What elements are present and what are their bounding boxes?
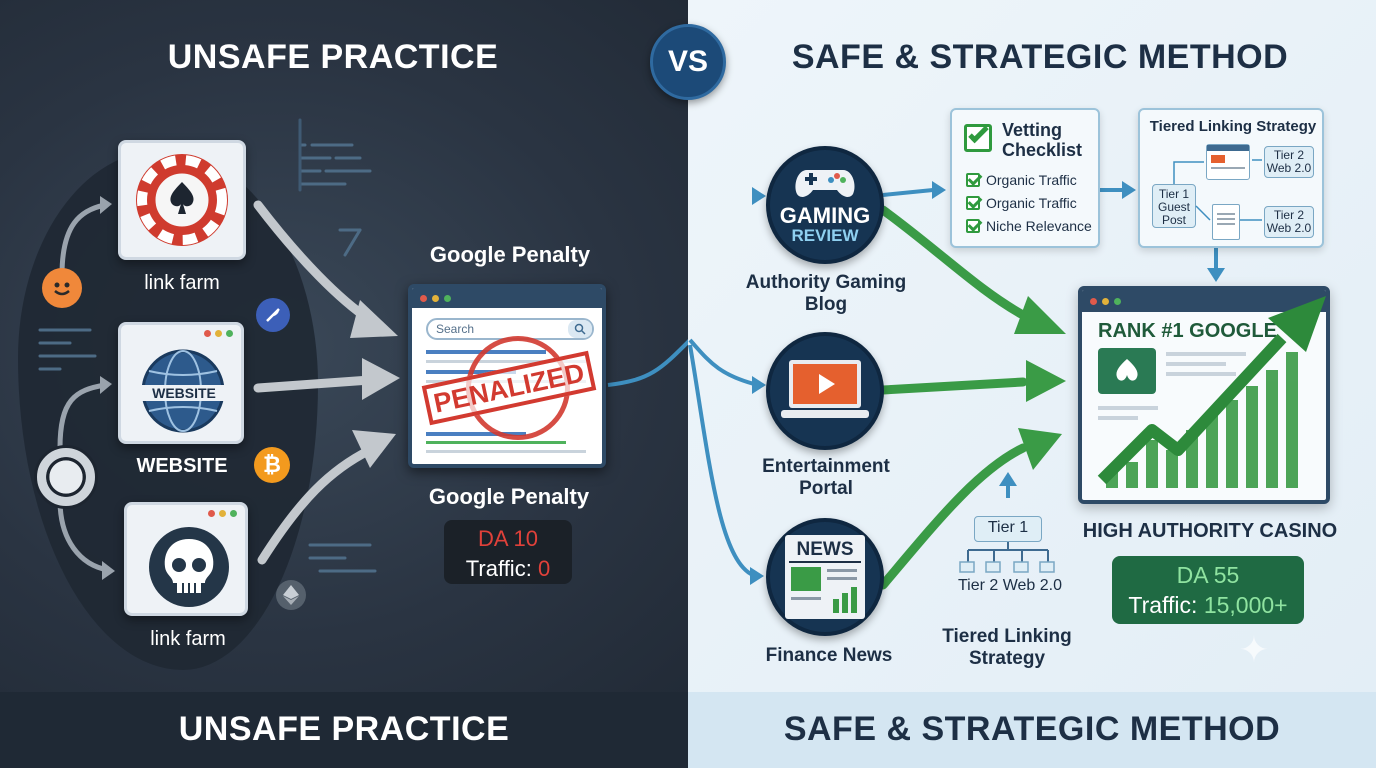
- penalty-title-bottom: Google Penalty: [428, 484, 590, 509]
- high-authority-casino-label: HIGH AUTHORITY CASINO: [1082, 520, 1338, 542]
- tiered-linking-caption: Tiered Linking Strategy: [942, 626, 1072, 669]
- vetting-item: Niche Relevance: [966, 214, 1092, 237]
- penalty-title-top: Google Penalty: [429, 242, 591, 267]
- website-label: WEBSITE: [136, 455, 228, 477]
- tier1-box: Tier 1: [974, 516, 1042, 542]
- website-tile: WEBSITE: [118, 322, 244, 444]
- vetting-item: Organic Traffic: [966, 191, 1092, 214]
- document-icon: [1212, 204, 1240, 240]
- link-farm-tile-2: [124, 502, 248, 616]
- unsafe-traffic-value: 0: [537, 556, 551, 581]
- unsafe-da: DA 10: [478, 526, 538, 551]
- bitcoin-icon: ₿: [254, 447, 290, 483]
- link-farm-label-2: link farm: [150, 628, 226, 650]
- check-icon: [966, 195, 980, 210]
- tier1-guest-post-box: Tier 1 Guest Post: [1152, 184, 1196, 228]
- gamepad-icon: [795, 169, 855, 197]
- finance-news-label: Finance News: [765, 645, 893, 666]
- casino-logo-icon: [1098, 348, 1156, 394]
- rank-title: RANK #1 GOOGLE: [1098, 320, 1277, 342]
- safe-footer-bar: [688, 692, 1376, 768]
- vs-badge: VS: [650, 24, 726, 100]
- unsafe-header: UNSAFE PRACTICE: [167, 38, 499, 76]
- tiered-linking-panel: Tiered Linking Strategy Tier 1 Guest Pos…: [1138, 108, 1324, 248]
- safe-connectors: [688, 181, 1225, 590]
- unsafe-footer-bar: [0, 692, 688, 768]
- vetting-item-label: Organic Traffic: [986, 171, 1077, 188]
- unsafe-traffic: Traffic: 0: [444, 554, 572, 584]
- gaming-badge-bottom: REVIEW: [791, 225, 859, 245]
- entertainment-portal-label: Entertainment Portal: [762, 456, 890, 499]
- tier2-label: Tier 2 Web 2.0: [957, 577, 1063, 594]
- search-icon: [568, 320, 592, 338]
- smiley-icon: [42, 268, 82, 308]
- gray-poker-chip-icon: [34, 445, 98, 509]
- sparkle-icon: ✦: [1238, 629, 1270, 670]
- gaming-review-badge: GAMING REVIEW: [766, 146, 884, 264]
- ethereum-icon: [276, 580, 306, 610]
- web-page-icon: [1206, 144, 1250, 180]
- feather-coin-icon: [256, 298, 290, 332]
- poker-chip-spade-icon: [136, 154, 228, 246]
- news-badge: NEWS: [789, 539, 861, 563]
- rank-browser-window: RANK #1 GOOGLE: [1078, 286, 1330, 504]
- safe-header: SAFE & STRATEGIC METHOD: [791, 38, 1289, 76]
- laptop-play-icon: [781, 360, 869, 418]
- tier2-web20-box-2: Tier 2 Web 2.0: [1264, 206, 1314, 238]
- safe-footer: SAFE & STRATEGIC METHOD: [783, 710, 1281, 748]
- authority-gaming-blog-label: Authority Gaming Blog: [745, 272, 907, 315]
- check-icon: [966, 218, 980, 233]
- vetting-item-label: Organic Traffic: [986, 194, 1077, 211]
- link-farm-tile-1: [118, 140, 246, 260]
- vetting-title: Vetting Checklist: [1002, 120, 1083, 160]
- unsafe-footer: UNSAFE PRACTICE: [178, 710, 510, 748]
- link-farm-label-1: link farm: [144, 272, 220, 294]
- safe-da: DA 55: [1176, 562, 1240, 588]
- tiered-panel-connectors: [1173, 159, 1262, 221]
- check-icon: [966, 172, 980, 187]
- safe-traffic-value: 15,000+: [1203, 592, 1288, 618]
- tiered-panel-title: Tiered Linking Strategy: [1149, 118, 1317, 135]
- unsafe-stats-box: DA 10 Traffic: 0: [444, 520, 572, 584]
- penalized-browser-window: Search PENALIZED: [408, 284, 606, 468]
- unsafe-traffic-label: Traffic:: [465, 556, 532, 581]
- gaming-badge-top: GAMING: [779, 202, 871, 228]
- safe-traffic-label: Traffic:: [1128, 592, 1198, 618]
- decorative-code-lines: [38, 118, 688, 580]
- newspaper-icon: NEWS: [785, 535, 865, 619]
- skull-icon: [149, 527, 229, 607]
- big-checkbox-icon: [964, 122, 992, 152]
- safe-traffic: Traffic: 15,000+: [1112, 590, 1304, 620]
- website-badge: WEBSITE: [135, 385, 233, 401]
- vetting-item-label: Niche Relevance: [986, 217, 1092, 234]
- growth-chart-icon: [1097, 296, 1326, 488]
- finance-news-badge: NEWS: [766, 518, 884, 636]
- tier2-web20-box-1: Tier 2 Web 2.0: [1264, 146, 1314, 178]
- entertainment-portal-badge: [766, 332, 884, 450]
- vetting-item: Organic Traffic: [966, 168, 1092, 191]
- safe-stats-box: DA 55 Traffic: 15,000+: [1112, 556, 1304, 624]
- vetting-checklist-panel: Vetting Checklist Organic Traffic Organi…: [950, 108, 1100, 248]
